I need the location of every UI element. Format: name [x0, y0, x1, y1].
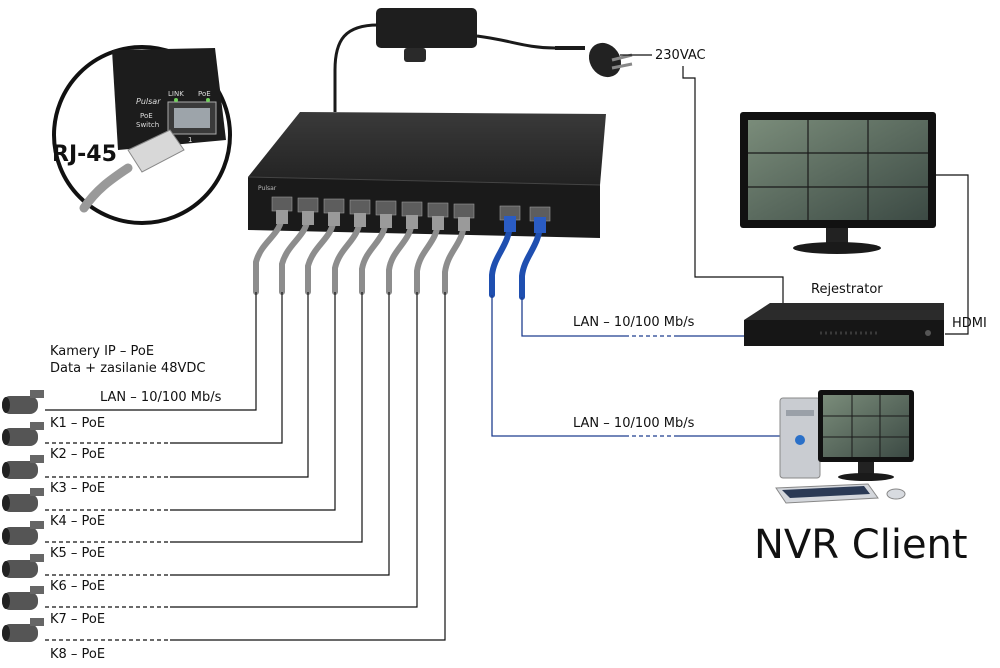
ip-camera-icon [2, 554, 44, 578]
cameras-subtitle: Data + zasilanie 48VDC [50, 361, 206, 376]
camera-label-k6: K6 – PoE [50, 579, 106, 594]
camera-label-k2: K2 – PoE [50, 447, 106, 462]
pc-workstation-icon [775, 390, 914, 504]
camera-label-k3: K3 – PoE [50, 481, 106, 496]
inset-port-number: 1 [188, 136, 192, 144]
svg-text:Pulsar: Pulsar [258, 185, 277, 192]
inset-link-label: LINK [168, 90, 184, 98]
ip-camera-icon [2, 422, 44, 446]
lan-cameras-label: LAN – 10/100 Mb/s [100, 390, 222, 405]
power-plug-icon [555, 42, 633, 78]
rj45-connector-icon [79, 129, 185, 213]
nvr-recorder-icon [744, 303, 944, 346]
camera-wires [45, 292, 446, 641]
nvr-client-label: NVR Client [754, 522, 968, 568]
ip-camera-icon [2, 390, 44, 414]
camera-label-k5: K5 – PoE [50, 546, 106, 561]
camera-label-k1: K1 – PoE [50, 416, 106, 431]
ip-camera-icon [2, 488, 44, 512]
lan-recorder-label: LAN – 10/100 Mb/s [573, 315, 695, 330]
camera-label-k7: K7 – PoE [50, 612, 106, 627]
inset-poe-label: PoE [198, 90, 211, 98]
inset-device-line2: Switch [136, 121, 159, 129]
hdmi-label: HDMI [952, 316, 987, 331]
power-adapter-icon [333, 8, 556, 112]
inset-device-line1: PoE [140, 112, 153, 120]
rj45-label: RJ-45 [52, 142, 117, 167]
ip-camera-icon [2, 455, 44, 479]
camera-stack [2, 390, 44, 642]
ip-camera-icon [2, 618, 44, 642]
poe-switch-icon: Pulsar [247, 112, 606, 238]
lan-client-label: LAN – 10/100 Mb/s [573, 416, 695, 431]
camera-wires-dashed [45, 442, 170, 641]
inset-brand: Pulsar [136, 97, 161, 106]
ip-camera-icon [2, 521, 44, 545]
power-label: 230VAC [655, 48, 706, 63]
rj45-inset: Pulsar LINK PoE PoE Switch 1 [52, 45, 232, 225]
recorder-label: Rejestrator [811, 282, 883, 297]
cameras-title: Kamery IP – PoE [50, 344, 155, 359]
camera-label-k8: K8 – PoE [50, 647, 106, 662]
monitor-icon [740, 112, 936, 254]
ip-camera-icon [2, 586, 44, 610]
camera-label-k4: K4 – PoE [50, 514, 106, 529]
